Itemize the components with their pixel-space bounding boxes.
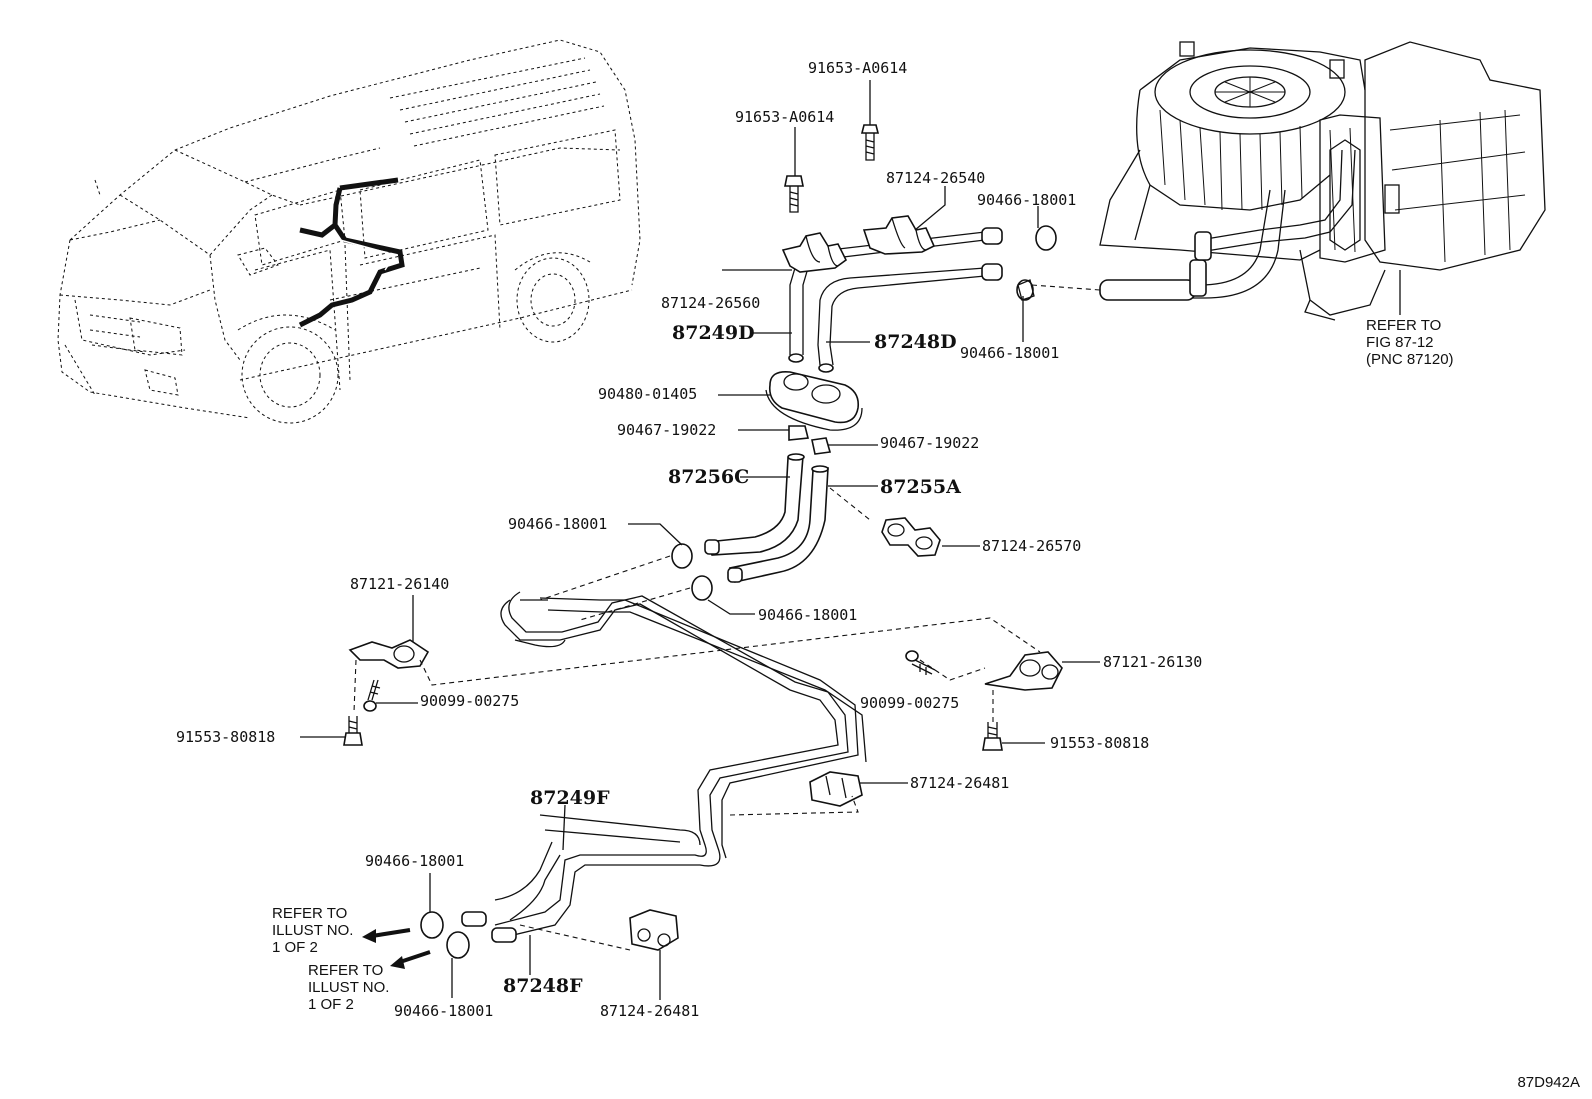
leader-lines	[300, 80, 1401, 1000]
label-91553-80818-left: 91553-80818	[176, 728, 276, 746]
label-90099-00275-right: 90099-00275	[860, 694, 960, 712]
label-87248f: 87248F	[503, 975, 583, 997]
note-line: 1 OF 2	[272, 939, 318, 956]
label-87124-26560: 87124-26560	[661, 294, 761, 312]
note-line: REFER TO	[1366, 317, 1442, 334]
note-line: 1 OF 2	[308, 996, 354, 1013]
label-90466-18001-right-top: 90466-18001	[977, 191, 1077, 209]
label-90467-19022-right: 90467-19022	[880, 434, 980, 452]
note-line: (PNC 87120)	[1366, 351, 1454, 368]
label-90466-18001-junction: 90466-18001	[758, 606, 858, 624]
note-refer-illust-2: REFER TO ILLUST NO. 1 OF 2	[308, 962, 389, 1013]
note-line: REFER TO	[272, 905, 348, 922]
note-line: REFER TO	[308, 962, 384, 979]
clamp-87124-26570	[881, 517, 941, 557]
label-90466-18001-mid: 90466-18001	[508, 515, 608, 533]
note-line: ILLUST NO.	[308, 979, 390, 996]
long-pipes	[461, 539, 867, 943]
label-90099-00275-left: 90099-00275	[420, 692, 520, 710]
label-87255a: 87255A	[880, 476, 961, 498]
upper-pipes	[788, 227, 1003, 373]
label-91653-a0614-top: 91653-A0614	[808, 59, 908, 77]
clamps-right	[1016, 225, 1057, 301]
figure-id: 87D942A	[1517, 1074, 1580, 1091]
label-87124-26481-upper: 87124-26481	[910, 774, 1010, 792]
label-90467-19022-left: 90467-19022	[617, 421, 717, 439]
rubber-hoses	[705, 453, 829, 583]
screws	[343, 650, 1003, 751]
label-90466-18001-lower-top: 90466-18001	[365, 852, 465, 870]
label-90466-18001-lower: 90466-18001	[394, 1002, 494, 1020]
grommet	[765, 370, 863, 431]
alignment-dashes	[353, 284, 1101, 951]
van-illustration	[57, 39, 641, 424]
clamps-upper	[781, 215, 936, 273]
label-87124-26570: 87124-26570	[982, 537, 1082, 555]
note-line: ILLUST NO.	[272, 922, 354, 939]
label-90466-18001-right: 90466-18001	[960, 344, 1060, 362]
clamps-lower	[629, 771, 863, 951]
rear-heater-unit	[1099, 41, 1546, 321]
label-90480-01405: 90480-01405	[598, 385, 698, 403]
label-87124-26540: 87124-26540	[886, 169, 986, 187]
label-87248d: 87248D	[874, 331, 957, 353]
label-91553-80818-right: 91553-80818	[1050, 734, 1150, 752]
hose-clamps-mid	[788, 425, 832, 455]
label-91653-a0614: 91653-A0614	[735, 108, 835, 126]
note-refer-illust-1: REFER TO ILLUST NO. 1 OF 2	[272, 905, 353, 956]
label-87121-26140: 87121-26140	[350, 575, 450, 593]
hose-clamps-junction	[671, 543, 713, 601]
hose-clamps-lower	[362, 911, 470, 969]
label-87124-26481-lower: 87124-26481	[600, 1002, 700, 1020]
label-87121-26130: 87121-26130	[1103, 653, 1203, 671]
label-87249f: 87249F	[530, 787, 610, 809]
bolts-top	[784, 124, 880, 213]
label-87256c: 87256C	[668, 466, 750, 488]
note-line: FIG 87-12	[1366, 334, 1434, 351]
label-87249d: 87249D	[672, 322, 755, 344]
brackets	[348, 639, 1063, 691]
note-refer-fig: REFER TO FIG 87-12 (PNC 87120)	[1366, 317, 1454, 368]
